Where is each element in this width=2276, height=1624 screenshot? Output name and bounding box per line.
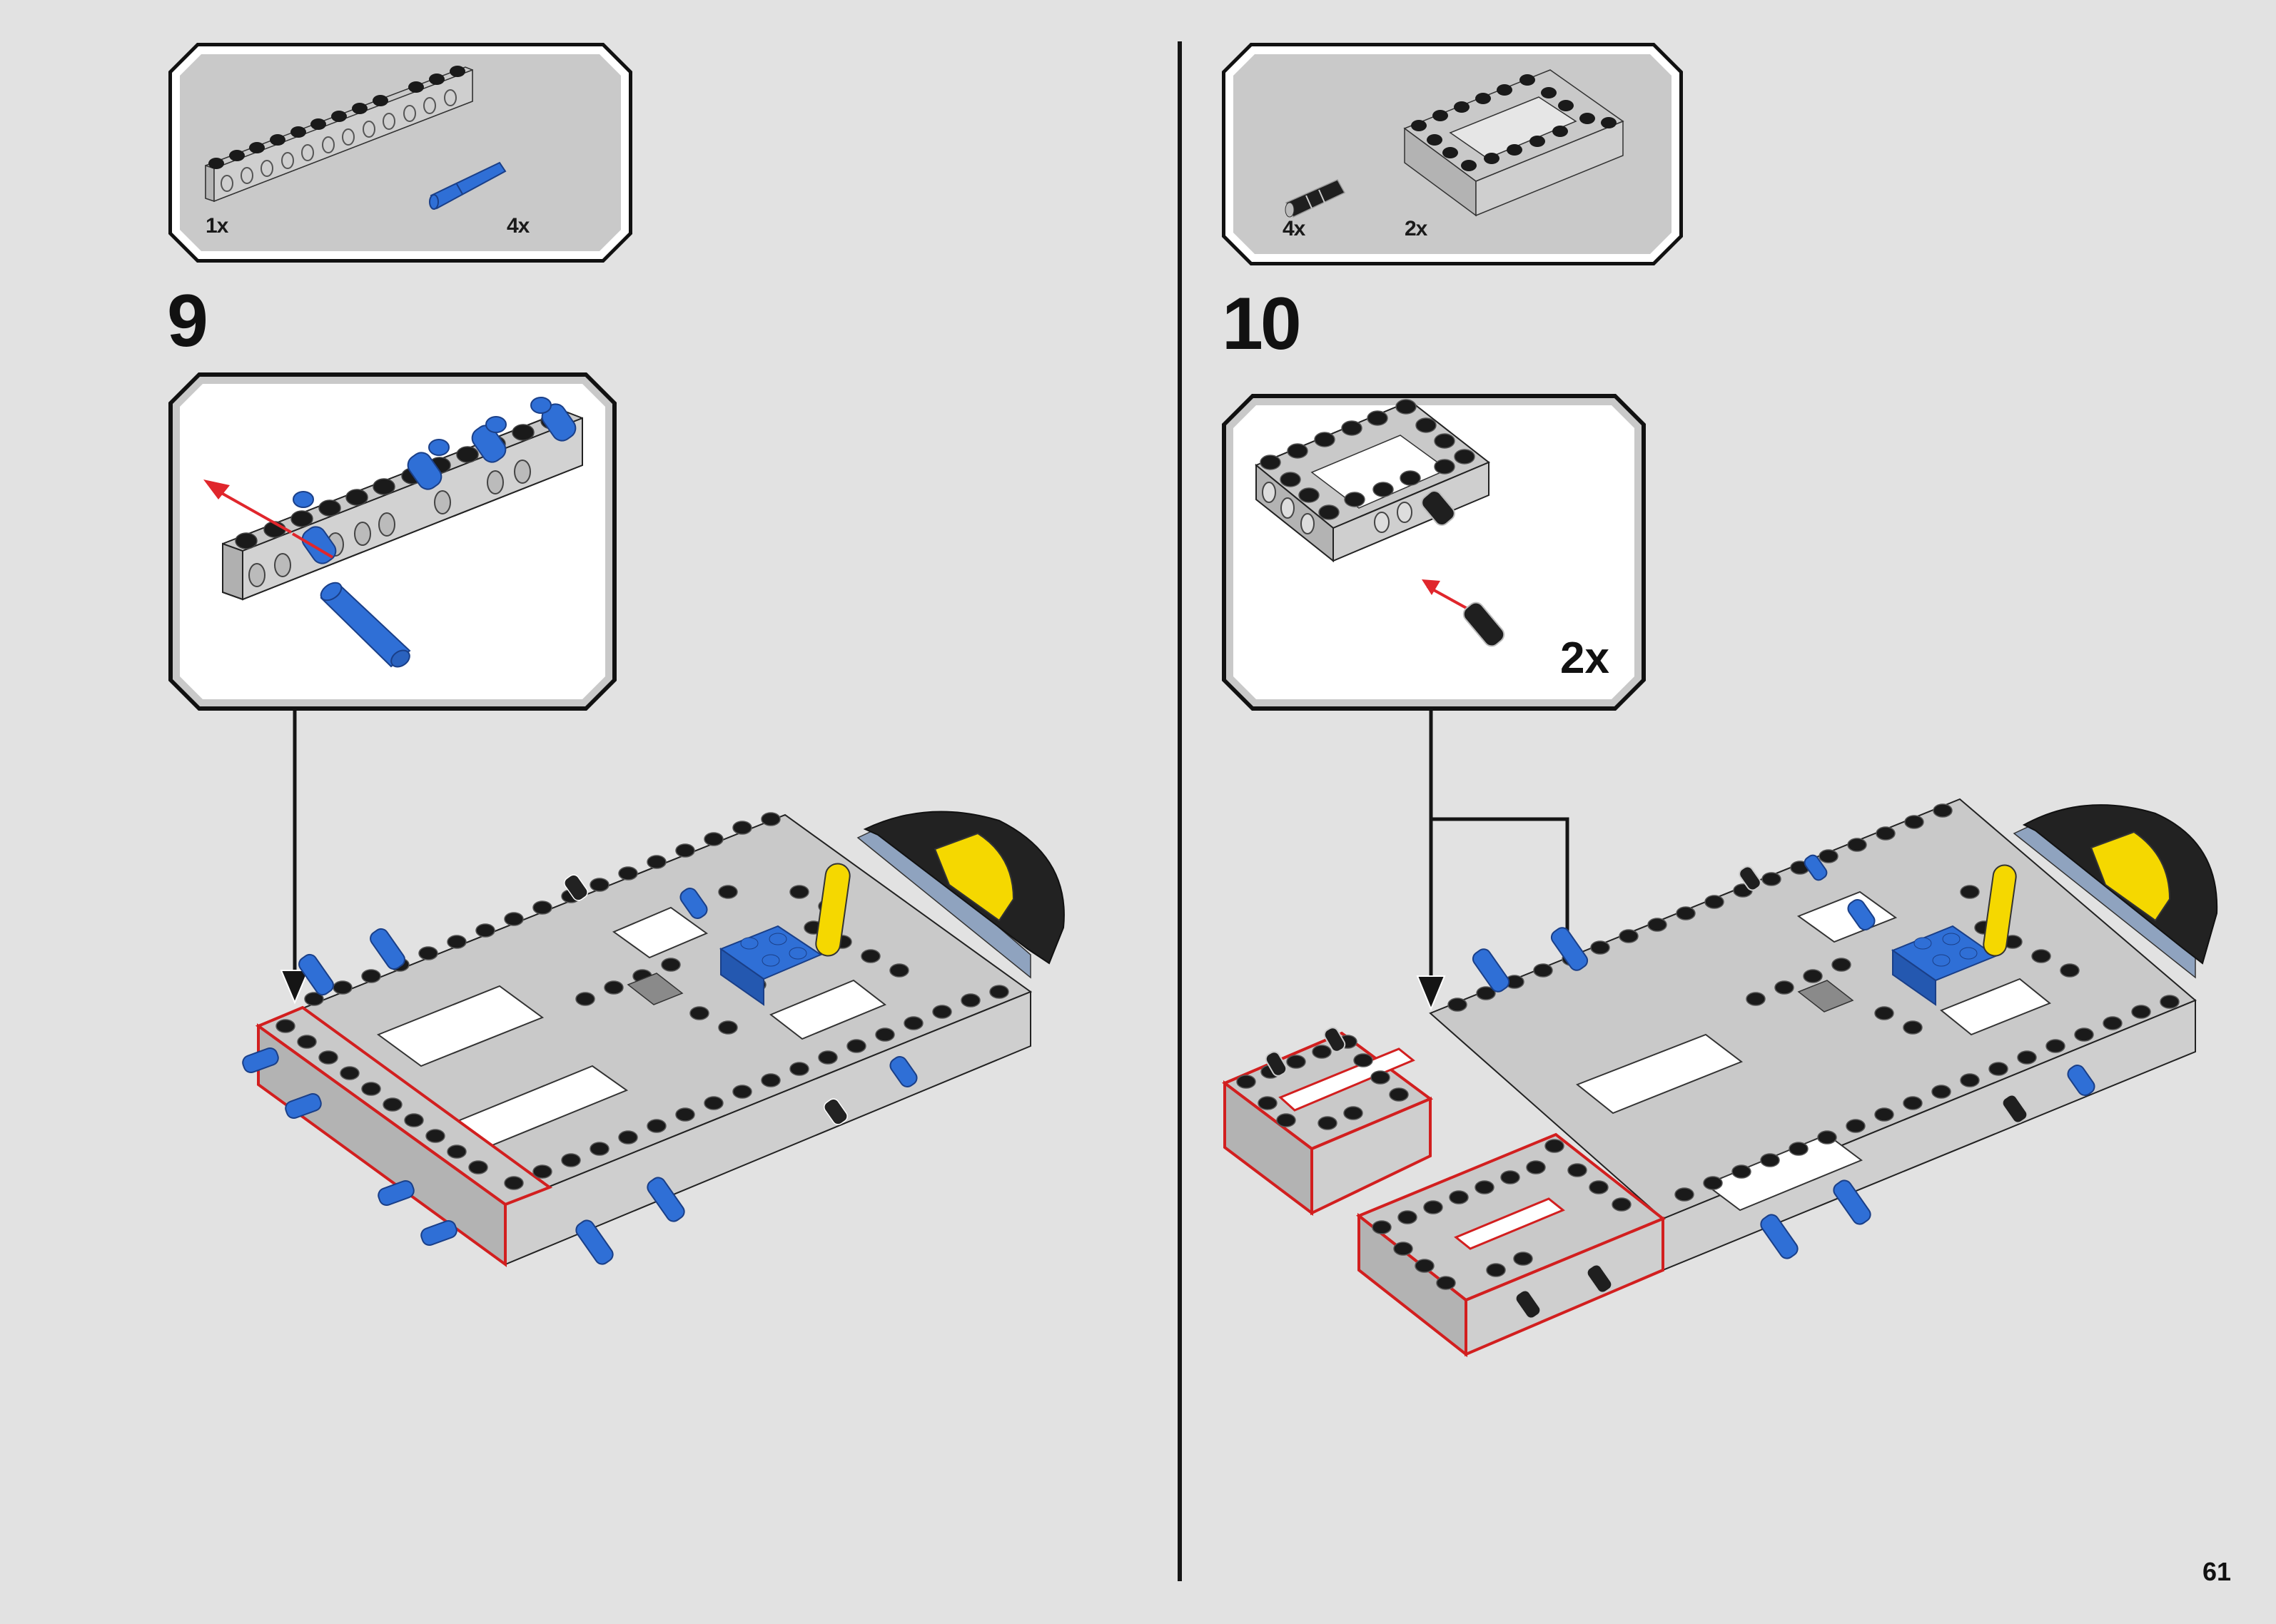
step-number: 10 bbox=[1222, 283, 1302, 365]
blue-pin-icon bbox=[429, 161, 507, 210]
black-pin-icon bbox=[1285, 179, 1346, 218]
open-frame-brick-icon bbox=[1403, 69, 1624, 217]
down-arrow-icon bbox=[1416, 975, 1446, 1011]
installed-black-pin bbox=[1421, 490, 1455, 526]
part-quantity: 4x bbox=[507, 214, 530, 238]
step-number: 9 bbox=[167, 280, 208, 362]
dark-gray-plate bbox=[627, 973, 684, 1005]
blue-pins-installed bbox=[242, 888, 918, 1265]
callout-holes bbox=[248, 460, 531, 587]
insert-arrow-icon bbox=[203, 479, 334, 559]
callout-quantity: 2x bbox=[1560, 634, 1609, 683]
yellow-liftarm bbox=[815, 863, 851, 957]
black-pin-icon bbox=[564, 874, 848, 1125]
blue-2x2-brick bbox=[719, 925, 823, 1006]
loose-blue-pin-icon bbox=[320, 582, 411, 668]
yellow-liftarm bbox=[1983, 864, 2017, 957]
dark-gray-plate bbox=[1797, 980, 1854, 1013]
insert-arrow-icon bbox=[1422, 579, 1470, 611]
part-quantity: 1x bbox=[206, 214, 228, 238]
down-arrow-icon bbox=[280, 970, 310, 1005]
page-number: 61 bbox=[2202, 1557, 2232, 1586]
technic-brick-studs bbox=[208, 66, 465, 169]
inserted-blue-pins bbox=[293, 397, 577, 564]
black-pins-installed bbox=[1265, 866, 2028, 1319]
part-quantity: 2x bbox=[1405, 217, 1427, 240]
callout-studs bbox=[1260, 399, 1475, 520]
technic-brick-holes bbox=[221, 89, 457, 192]
callout-holes bbox=[1262, 482, 1412, 534]
part-quantity: 4x bbox=[1283, 217, 1305, 240]
page-divider bbox=[1178, 41, 1182, 1581]
red-highlighted-frame-brick-1 bbox=[1222, 1031, 1434, 1217]
black-curved-part-with-yellow bbox=[863, 811, 1065, 965]
red-highlighted-frame-brick-2 bbox=[1356, 1132, 1666, 1358]
blue-pins-installed bbox=[1472, 854, 2095, 1259]
loose-black-pin-icon bbox=[1462, 602, 1505, 647]
black-curved-part-with-yellow bbox=[2022, 804, 2218, 965]
studs-grid bbox=[1236, 803, 2180, 1290]
parts-list-box-step-9 bbox=[168, 43, 632, 263]
